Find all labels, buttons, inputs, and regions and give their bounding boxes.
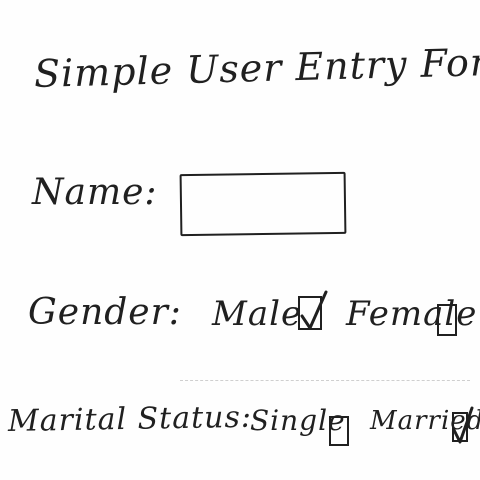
- gender-label: Gender:: [28, 292, 182, 333]
- check-mark-icon: [452, 406, 474, 444]
- gender-female-label: Female: [346, 294, 478, 334]
- name-input[interactable]: [179, 171, 347, 237]
- divider: [180, 380, 470, 381]
- check-mark-icon: [300, 290, 328, 330]
- marital-married-checkbox[interactable]: [452, 406, 474, 444]
- name-label: Name:: [32, 172, 158, 213]
- form-title: Simple User Entry Form: [33, 39, 480, 96]
- gender-female-checkbox[interactable]: [437, 304, 457, 336]
- marital-married-label: Married: [370, 406, 480, 436]
- marital-status-label: Marital Status:: [7, 399, 253, 439]
- marital-single-checkbox[interactable]: [329, 416, 349, 446]
- marital-single-label: Single: [250, 404, 346, 437]
- gender-male-label: Male: [212, 294, 303, 334]
- gender-male-checkbox[interactable]: [298, 290, 328, 330]
